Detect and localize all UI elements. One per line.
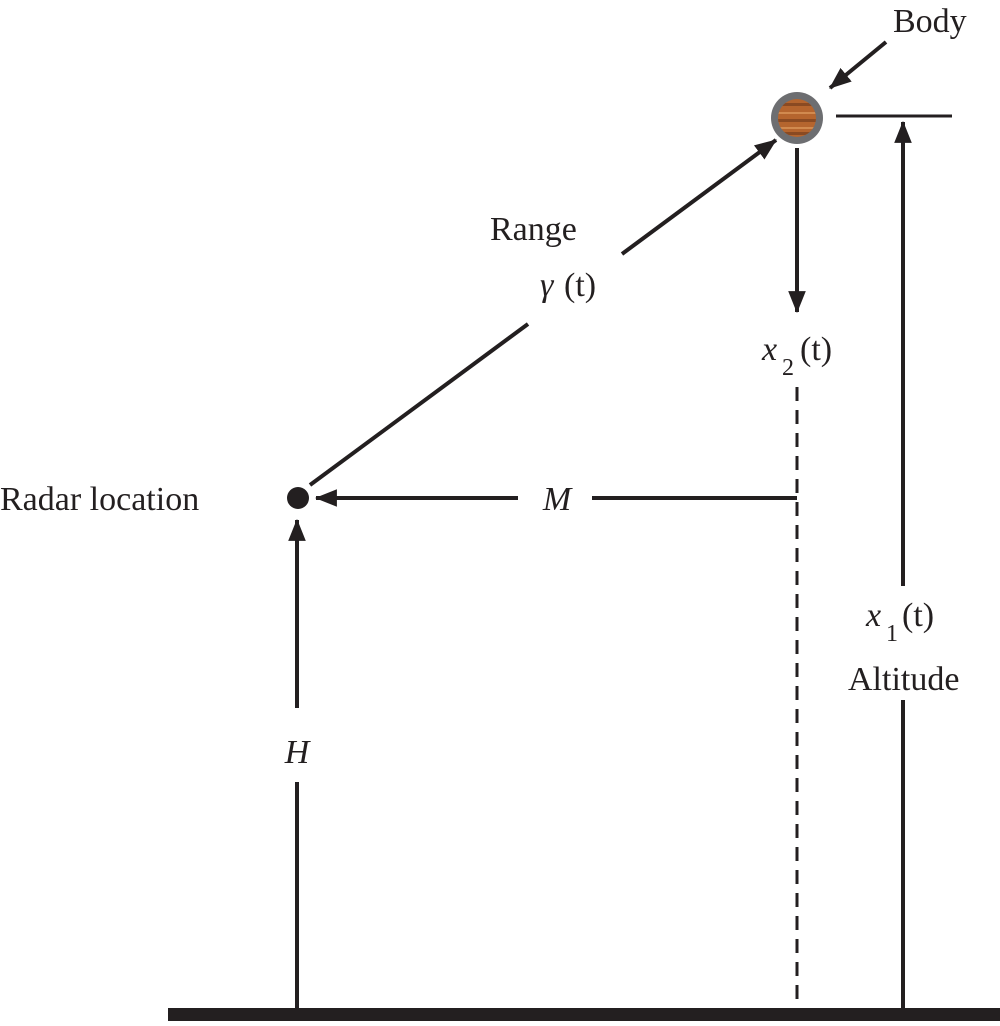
m-label: M xyxy=(542,481,573,518)
radar-dot xyxy=(287,487,309,509)
x1-subscript: 1 xyxy=(886,621,898,647)
ground-line xyxy=(168,1008,1000,1021)
gamma-argument: (t) xyxy=(564,267,596,304)
x2-label: x 2 (t) xyxy=(761,331,832,381)
range-line-lower xyxy=(308,322,530,487)
x1-label: x 1 (t) xyxy=(865,597,934,647)
range-label: Range xyxy=(490,211,577,248)
gamma-label: γ (t) xyxy=(540,267,596,304)
range-arrow xyxy=(620,138,778,256)
altitude-label: Altitude xyxy=(848,661,959,698)
x2-symbol: x xyxy=(761,331,777,368)
body-sphere xyxy=(771,92,823,144)
x1-argument: (t) xyxy=(902,597,934,634)
x2-argument: (t) xyxy=(800,331,832,368)
body-label: Body xyxy=(893,3,967,40)
radar-location-label: Radar location xyxy=(0,481,199,518)
x2-subscript: 2 xyxy=(782,355,794,381)
x1-symbol: x xyxy=(865,597,881,634)
body-pointer-arrow xyxy=(828,40,888,90)
gamma-symbol: γ xyxy=(540,267,555,304)
h-label: H xyxy=(284,734,312,771)
